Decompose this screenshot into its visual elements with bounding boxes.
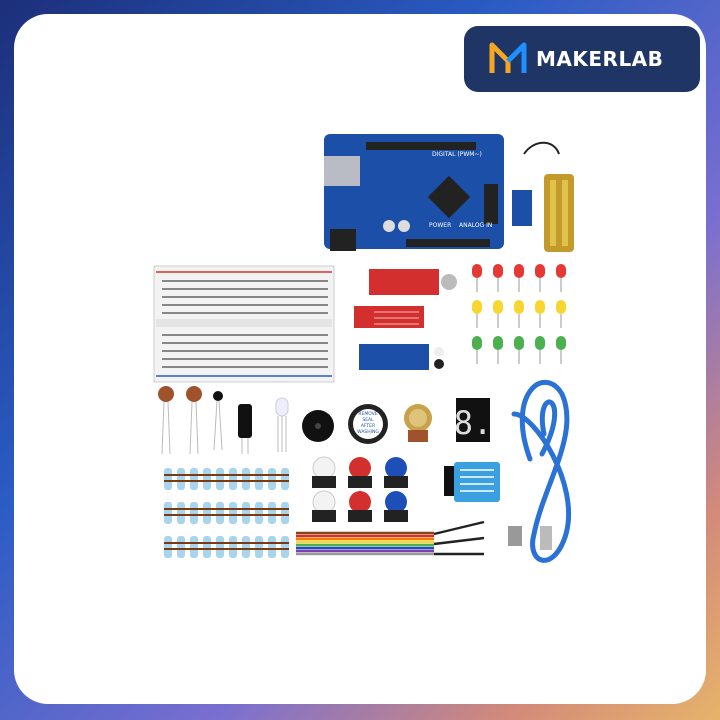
resistors (164, 468, 289, 558)
seven-segment-display: 8. (454, 398, 493, 442)
ldrs (158, 386, 202, 455)
kit-components-illustration: POWER ANALOG IN DIGITAL (PWM~) (153, 134, 574, 563)
potentiometer (404, 404, 432, 442)
uno-board: POWER ANALOG IN DIGITAL (PWM~) (324, 134, 504, 251)
soil-moisture-sensor (512, 141, 574, 252)
buzzer-sticker-line-2: SEAL (362, 417, 374, 423)
thermistor (213, 391, 223, 451)
push-buttons (312, 456, 408, 522)
jumper-wires (296, 520, 485, 556)
sound-sensor (369, 269, 457, 295)
rgb-led (275, 397, 289, 452)
product-card: MAKERLAB POWER ANALOG IN DIGITAL (PWM~) (14, 14, 706, 704)
makerlab-logo-icon (489, 42, 527, 73)
buzzer: REMOVE SEAL AFTER WASHING (302, 404, 388, 444)
breadboard (153, 265, 335, 383)
buzzer-sticker-line-3: AFTER (361, 423, 375, 429)
board-analog-label: ANALOG IN (459, 222, 492, 229)
water-sensor (354, 306, 424, 328)
dht11-sensor (444, 462, 500, 502)
brand-logo-badge: MAKERLAB (464, 26, 700, 92)
buzzer-sticker-line-1: REMOVE (358, 411, 377, 417)
usb-a-connector (540, 526, 552, 550)
leds (472, 264, 566, 364)
usb-cable (511, 380, 572, 563)
ir-sensor (359, 344, 444, 370)
buzzer-sticker-line-4: WASHING (357, 429, 379, 435)
capacitor (238, 404, 252, 454)
board-digital-label: DIGITAL (PWM~) (432, 151, 482, 158)
usb-b-connector (508, 526, 522, 546)
board-power-label: POWER (429, 222, 451, 229)
seven-segment-digit: 8. (454, 404, 493, 442)
brand-name: MAKERLAB (536, 47, 664, 71)
